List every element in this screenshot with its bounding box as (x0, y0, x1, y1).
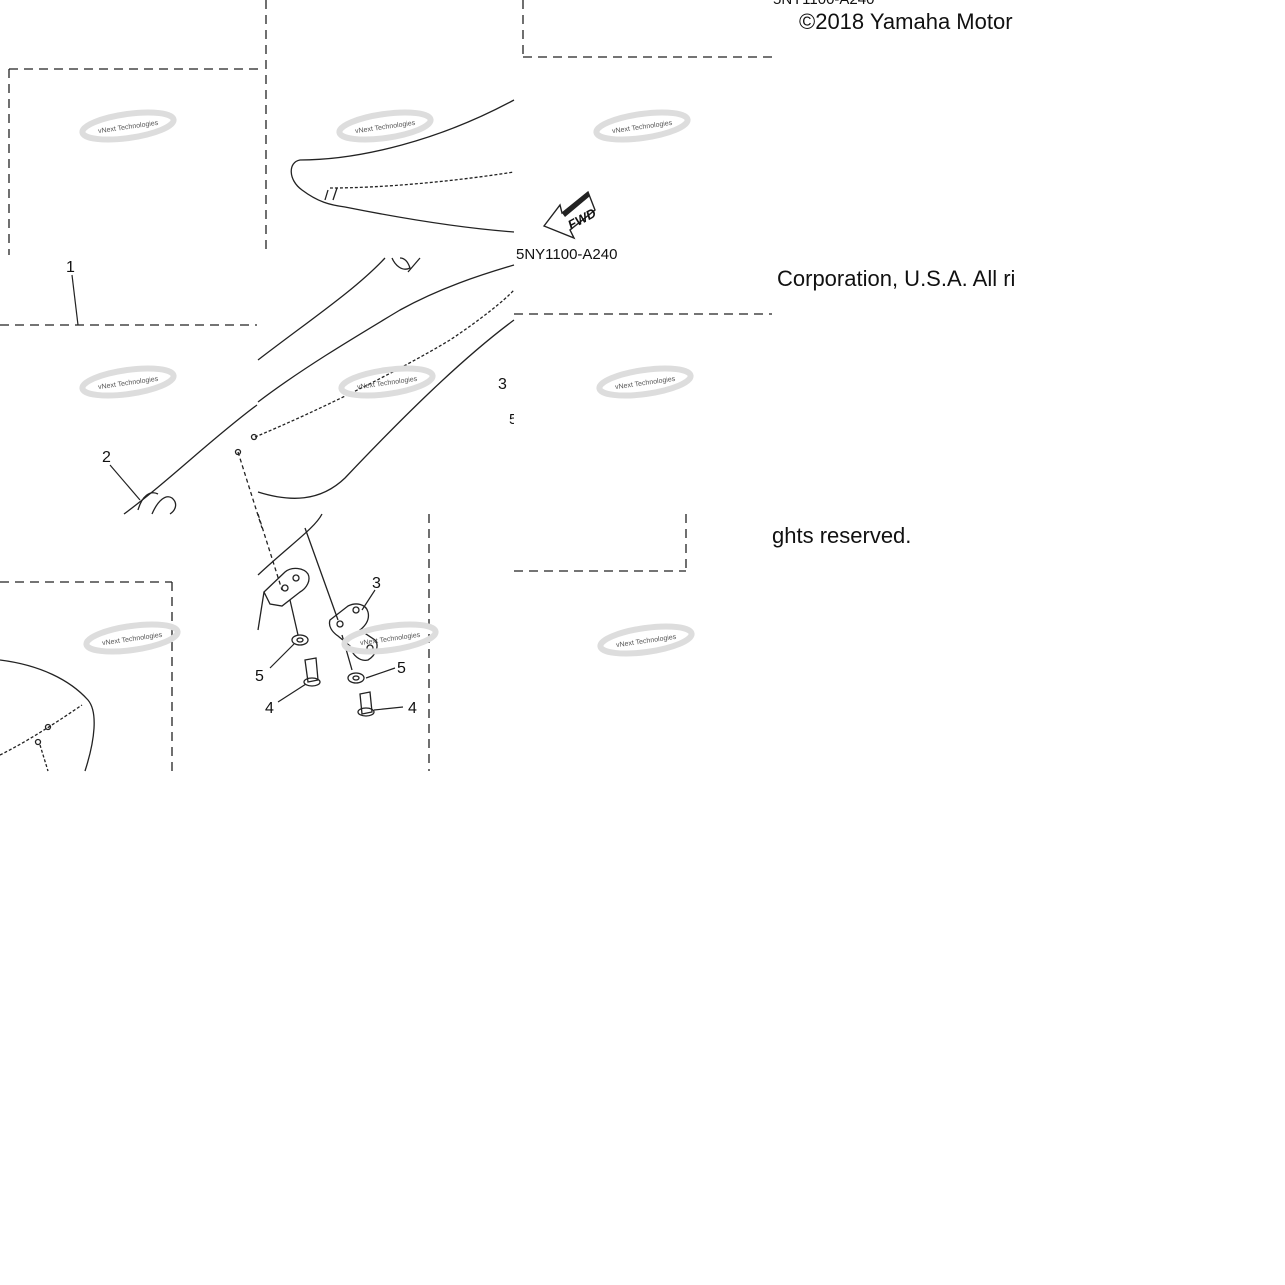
seat-tab (407, 257, 421, 273)
bracket-right (328, 603, 378, 717)
callout-4: 4 (265, 700, 274, 717)
callout-leader-5a (269, 643, 295, 669)
mount-hole (250, 433, 258, 441)
callout-leader-5b (365, 667, 396, 679)
bolt-head (303, 677, 321, 687)
screw-leader (289, 599, 299, 636)
callout-leader-3 (361, 589, 376, 611)
seat-rear-shape (0, 659, 95, 772)
watermark-stamp: vNext Technologies (597, 623, 695, 657)
seat-bottom-edge (257, 319, 515, 499)
bracket-body (263, 567, 310, 607)
leader-line (304, 527, 339, 621)
seat-hole (44, 723, 52, 731)
seat-seam (332, 187, 338, 201)
callout-3: 3 (372, 575, 381, 592)
callout-4: 4 (408, 700, 417, 717)
seat-stitch-line (254, 289, 515, 438)
callout-leader-4a (277, 683, 307, 703)
seat-stitch-line (329, 171, 515, 189)
bolt-head (357, 707, 375, 717)
tile-mask (514, 370, 534, 430)
callout-numbers: 1 2 3 3 5 5 5 4 4 (66, 259, 517, 717)
seat-stitch-line (0, 704, 83, 756)
callout-5: 5 (397, 660, 406, 677)
watermark-stamp: vNext Technologies (79, 365, 177, 399)
washer-hole (352, 675, 360, 681)
watermark-stamp: vNext Technologies (341, 621, 439, 655)
seat-stitch-line (39, 744, 49, 772)
bracket-leader (257, 591, 265, 631)
watermark-stamp: vNext Technologies (593, 109, 691, 143)
callout-5-partial: 5 (509, 411, 517, 428)
callout-5: 5 (255, 668, 264, 685)
bracket-edge (257, 513, 323, 576)
washer (291, 634, 309, 646)
callout-2: 2 (102, 449, 111, 466)
copyright-line-2: Corporation, U.S.A. All ri (777, 266, 1016, 291)
callout-leaders (71, 274, 404, 711)
callout-1: 1 (66, 259, 75, 276)
bolt-shank (359, 691, 373, 715)
seat-outline (0, 99, 515, 772)
seat-hole (34, 738, 42, 746)
seat-edge (257, 257, 386, 361)
callout-leader-1 (71, 274, 79, 326)
diagram-code-top: 5NY1100-A240 (773, 0, 874, 8)
fwd-arrow-icon: FWD (542, 190, 599, 240)
diagram-code-middle: 5NY1100-A240 (516, 246, 618, 263)
bracket-hole (292, 574, 300, 582)
watermark-stamp: vNext Technologies (79, 109, 177, 143)
callout-leader-4b (373, 706, 404, 711)
watermark-stamp: vNext Technologies (336, 109, 434, 143)
seat-edge (123, 404, 258, 515)
washer-hole (296, 637, 304, 643)
watermark-stamp: vNext Technologies (338, 365, 436, 399)
seat-edge (257, 264, 515, 403)
callout-leader-2 (109, 464, 141, 501)
bracket-hole (336, 620, 344, 628)
watermark-stamp: vNext Technologies (83, 621, 181, 655)
leader-dashed (257, 513, 283, 591)
seat-strap (137, 492, 159, 511)
seat-top-shape (290, 99, 515, 233)
bracket-left (257, 567, 321, 687)
seat-seam (324, 189, 329, 201)
bracket-hole (281, 584, 289, 592)
copyright-line-3: ghts reserved. (772, 523, 912, 548)
washer (347, 672, 365, 684)
bracket-hole (352, 606, 360, 614)
seat-tab (391, 257, 411, 270)
watermark-stamp: vNext Technologies (596, 365, 694, 399)
mount-hole (234, 448, 242, 456)
seat-strap (151, 496, 177, 515)
copyright-line-1: ©2018 Yamaha Motor (799, 9, 1013, 34)
watermarks: vNext Technologies vNext Technologies vN… (79, 109, 695, 657)
callout-3-partial: 3 (498, 376, 507, 393)
